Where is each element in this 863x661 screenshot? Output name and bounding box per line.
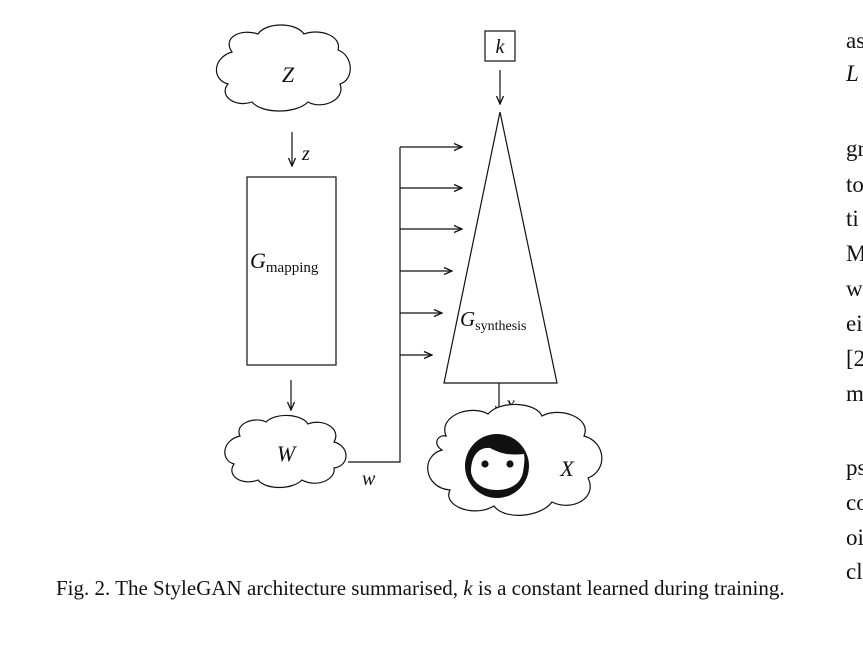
adjacent-column-text: as L gr to ti M w ei [2 m ps co oi cl (846, 28, 863, 618)
synthesis-network-subscript: synthesis (475, 319, 526, 334)
mapping-network-box: Gmapping (246, 176, 337, 366)
synthesis-network-triangle: Gsynthesis (443, 111, 558, 384)
latent-space-cloud: Z (215, 24, 351, 112)
column-line: co (846, 490, 863, 515)
column-line: gr (846, 136, 863, 161)
column-line: L (846, 61, 859, 86)
svg-text:Gmapping: Gmapping (250, 248, 319, 276)
image-space-label: X (559, 456, 575, 481)
mapping-network-label: G (250, 248, 266, 273)
constant-input-label: k (496, 36, 506, 58)
column-line: [2 (846, 346, 863, 371)
style-injection-arrows (400, 147, 462, 355)
face-icon (465, 434, 529, 498)
constant-input-box: k (484, 30, 516, 62)
caption-text: Fig. 2. The StyleGAN architecture summar… (56, 576, 459, 600)
column-line: w (846, 276, 863, 301)
column-line: ps (846, 455, 863, 480)
figure-caption: Fig. 2. The StyleGAN architecture summar… (56, 576, 816, 601)
style-space-label: W (277, 441, 297, 466)
synthesis-network-label: G (460, 307, 475, 331)
column-line: as (846, 28, 863, 53)
mapping-network-subscript: mapping (266, 260, 319, 276)
column-line: cl (846, 559, 863, 584)
caption-text-end: is a constant learned during training. (477, 576, 785, 600)
x-arrow-label: x (505, 393, 515, 415)
column-line: M (846, 241, 863, 266)
caption-variable: k (463, 576, 473, 600)
column-line: ti (846, 206, 859, 231)
latent-space-label: Z (282, 62, 295, 87)
column-line: m (846, 381, 863, 406)
stylegan-architecture-diagram: Z z Gmapping W w k Gsynthesis (215, 24, 603, 516)
column-line: oi (846, 525, 863, 550)
z-arrow-label: z (301, 143, 310, 165)
column-line: ei (846, 311, 863, 336)
svg-text:Gsynthesis: Gsynthesis (460, 307, 527, 334)
style-space-cloud: W (224, 414, 347, 489)
column-line: to (846, 172, 863, 197)
w-connector-label: w (362, 468, 376, 490)
